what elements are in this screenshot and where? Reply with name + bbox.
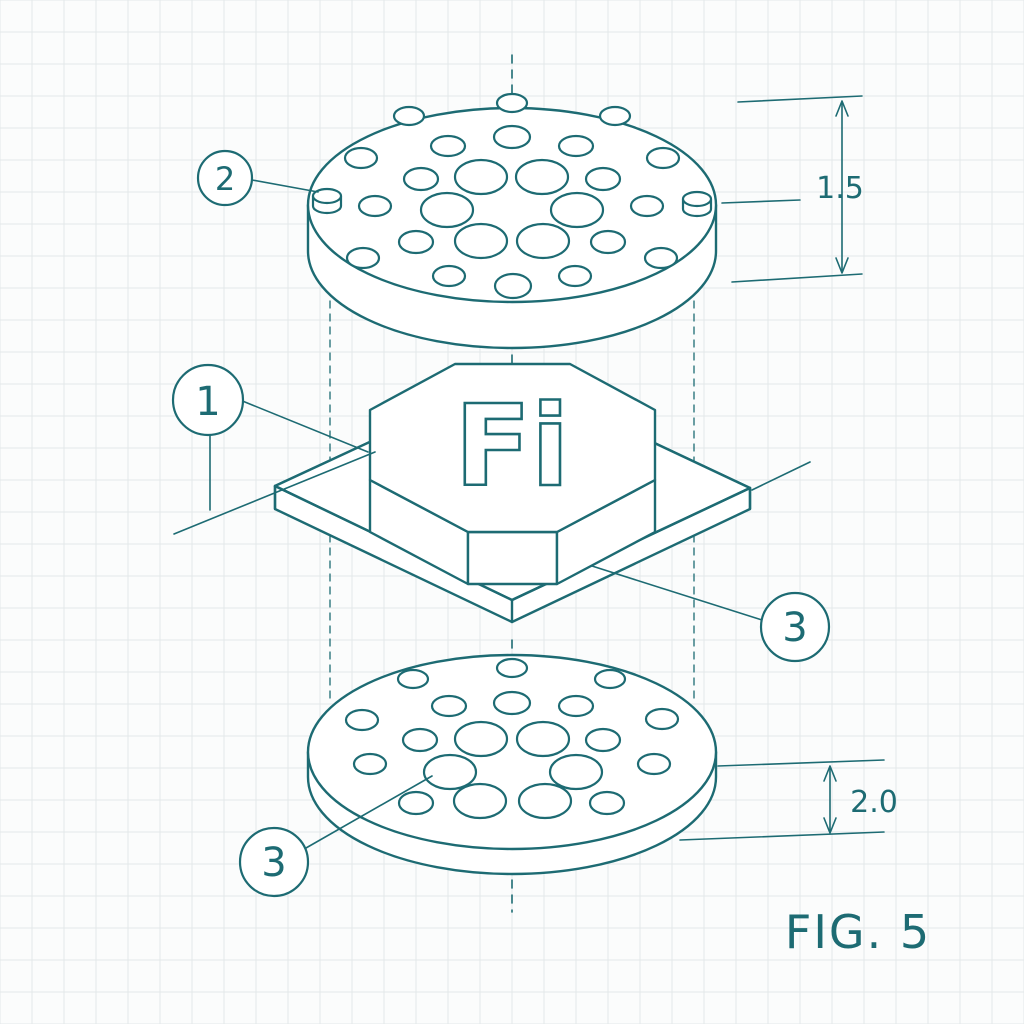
hole (643, 246, 679, 270)
callout-1-circle (171, 363, 245, 437)
hole (589, 229, 627, 255)
hole (593, 668, 627, 690)
hole (343, 146, 379, 170)
hole (515, 222, 571, 260)
hole (492, 124, 532, 150)
hole (357, 194, 393, 218)
callout-3-disc-circle (238, 826, 310, 898)
bottom-disc-holes (344, 657, 680, 820)
hole (517, 782, 573, 820)
hole (548, 753, 604, 791)
hole (392, 105, 426, 127)
hole (492, 690, 532, 716)
callout-1-label: 1 (195, 379, 220, 425)
hole (402, 166, 440, 192)
hole (397, 790, 435, 816)
hole (431, 264, 467, 288)
hole (514, 158, 570, 196)
hole (549, 191, 605, 229)
figure-label: FIG. 5 (785, 905, 931, 959)
hole (452, 782, 508, 820)
hole (396, 668, 430, 690)
hole (401, 727, 439, 753)
hole (584, 727, 622, 753)
hole (429, 134, 467, 158)
hole (419, 191, 475, 229)
dimension-bottom-disc (679, 759, 885, 841)
hole (397, 229, 435, 255)
dimension-bottom-disc-value: 2.0 (850, 785, 898, 820)
callout-2-label: 2 (215, 160, 235, 198)
hole (584, 166, 622, 192)
callout-3-chip-circle (759, 591, 831, 663)
hole (495, 657, 529, 679)
hole (557, 134, 595, 158)
chip-marking: Fi (455, 382, 570, 512)
hole (453, 222, 509, 260)
hole (598, 105, 632, 127)
plate-extension-line (751, 461, 811, 491)
hole (345, 246, 381, 270)
hole (557, 264, 593, 288)
callout-3-disc-label: 3 (261, 840, 286, 886)
dimension-top-disc (721, 95, 863, 283)
hole (515, 720, 571, 758)
callout-2-circle (196, 149, 254, 207)
hole (430, 694, 468, 718)
hole (644, 707, 680, 731)
chip-body (368, 362, 657, 586)
hole (588, 790, 626, 816)
callout-2-leader (251, 179, 319, 193)
top-disc-holes (343, 92, 681, 300)
hole (453, 158, 509, 196)
callout-1-leader (173, 399, 376, 535)
hole (645, 146, 681, 170)
hole (344, 708, 380, 732)
callout-3-chip-leader (591, 565, 763, 621)
hole (453, 720, 509, 758)
hole (493, 272, 533, 300)
callout-3-disc-leader (305, 775, 433, 849)
hole (636, 752, 672, 776)
alignment-pins (311, 187, 713, 218)
callout-3-chip-label: 3 (782, 605, 807, 651)
dimension-top-disc-value: 1.5 (816, 171, 864, 206)
hole (557, 694, 595, 718)
hole (495, 92, 529, 114)
hole (352, 752, 388, 776)
hole (422, 753, 478, 791)
hole (629, 194, 665, 218)
